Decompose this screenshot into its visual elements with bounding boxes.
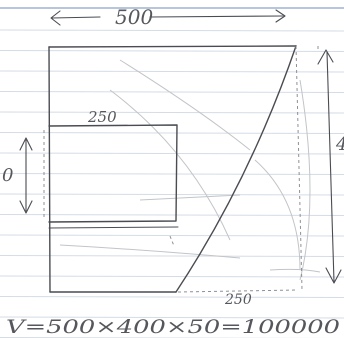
right-dimension-arrow-top xyxy=(317,49,334,65)
top-dimension-arrow-right xyxy=(275,9,286,23)
ruled-line xyxy=(0,152,344,155)
ruled-line xyxy=(0,173,344,175)
top-dimension-line xyxy=(51,15,284,19)
inner-square-top-label: 250 xyxy=(87,108,117,126)
inner-square xyxy=(48,124,178,223)
ruled-line xyxy=(0,50,344,52)
ruled-line xyxy=(0,275,344,278)
top-width-label: 500 xyxy=(115,5,153,29)
right-dimension-arrow-bottom xyxy=(325,267,342,284)
shape-left-edge xyxy=(48,46,51,293)
shape-curved-side xyxy=(175,45,297,293)
pencil-drawing xyxy=(19,9,342,293)
ruled-line xyxy=(0,193,344,196)
ruled-line xyxy=(0,214,344,216)
right-dimension-line xyxy=(326,51,335,283)
ruled-line xyxy=(0,111,344,114)
ruled-line xyxy=(0,70,344,73)
faint-sketch-marks xyxy=(59,59,321,281)
ruled-line xyxy=(0,255,344,257)
left-dimension-arrow-bottom xyxy=(19,200,33,214)
right-height-label: 4 xyxy=(335,134,344,155)
ruled-line xyxy=(0,132,344,134)
ruled-line xyxy=(0,234,344,237)
shape-top-edge xyxy=(48,45,297,48)
ruled-line xyxy=(0,296,344,298)
ruled-line xyxy=(0,29,344,32)
bottom-segment-label: 250 xyxy=(224,292,252,308)
ruled-line xyxy=(0,316,344,319)
left-dimension-arrow-top xyxy=(19,137,33,151)
left-height-label: 0 xyxy=(2,165,13,186)
top-dimension-arrow-left xyxy=(50,10,61,26)
inner-square-extra-line xyxy=(48,226,179,229)
construction-lines xyxy=(43,45,319,293)
ruled-line xyxy=(0,91,344,93)
volume-formula: V=500×400×50=100000 xyxy=(6,316,340,338)
